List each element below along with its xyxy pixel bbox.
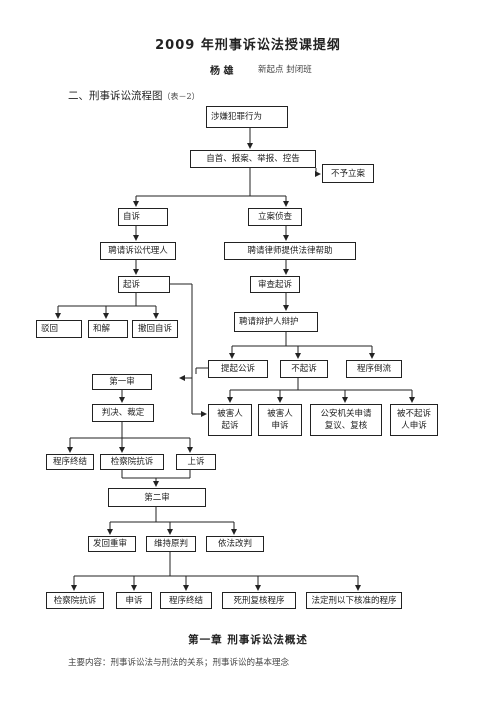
node-remand: 发回重审 [88, 536, 136, 552]
node-withdraw: 撤回自诉 [132, 320, 178, 338]
node-procedure-end-1: 程序终结 [46, 454, 94, 470]
node-filing-investigation: 立案侦查 [248, 208, 302, 226]
main-content-line: 主要内容：刑事诉讼法与刑法的关系；刑事诉讼的基本理念 [68, 658, 290, 668]
document-title: 2009 年刑事诉讼法授课提纲 [155, 38, 341, 53]
node-police-review: 公安机关申请 复议、复核 [310, 404, 382, 436]
node-uphold: 维持原判 [146, 536, 196, 552]
node-suspect: 涉嫌犯罪行为 [206, 106, 288, 128]
section-heading: 二、刑事诉讼流程图（表－2） [68, 88, 200, 103]
node-appeal: 上诉 [176, 454, 216, 470]
node-petition: 申诉 [116, 592, 152, 609]
node-public-prosecution: 提起公诉 [208, 360, 268, 378]
node-second-instance: 第二审 [108, 488, 206, 507]
node-victim-appeal: 被害人 申诉 [258, 404, 302, 436]
node-private-prosecution: 自诉 [118, 208, 168, 226]
node-victim-sue: 被害人 起诉 [208, 404, 252, 436]
node-death-review: 死刑复核程序 [222, 592, 296, 609]
node-non-prosecution: 不起诉 [280, 360, 328, 378]
node-defendant-appeal: 被不起诉 人申诉 [390, 404, 438, 436]
table-note: （表－2） [162, 92, 200, 101]
node-sue: 起诉 [118, 276, 170, 293]
node-hire-defender: 聘请辩护人辩护 [234, 312, 318, 332]
node-amend: 依法改判 [206, 536, 264, 552]
node-no-filing: 不予立案 [322, 164, 374, 183]
author-name: 杨 雄 [210, 66, 234, 77]
node-review-prosecution: 审查起诉 [250, 276, 300, 293]
node-statutory-approval: 法定刑以下核准的程序 [306, 592, 402, 609]
chapter-heading: 第一章 刑事诉讼法概述 [188, 634, 308, 646]
node-report: 自首、报案、举报、控告 [190, 150, 316, 168]
node-procedure-end-2: 程序终结 [160, 592, 212, 609]
class-info: 新起点 封闭班 [258, 65, 312, 75]
node-reconcile: 和解 [88, 320, 128, 338]
node-judgment: 判决、裁定 [92, 404, 154, 422]
node-procuratorate-protest-2: 检察院抗诉 [46, 592, 104, 609]
node-reject: 驳回 [36, 320, 82, 338]
node-hire-lawyer: 聘请律师提供法律帮助 [224, 242, 356, 260]
node-procuratorate-protest-1: 检察院抗诉 [100, 454, 164, 470]
node-procedure-reversal: 程序倒流 [346, 360, 402, 378]
node-first-instance: 第一审 [92, 374, 152, 390]
node-hire-agent: 聘请诉讼代理人 [100, 242, 176, 260]
section-heading-text: 二、刑事诉讼流程图 [68, 90, 163, 102]
